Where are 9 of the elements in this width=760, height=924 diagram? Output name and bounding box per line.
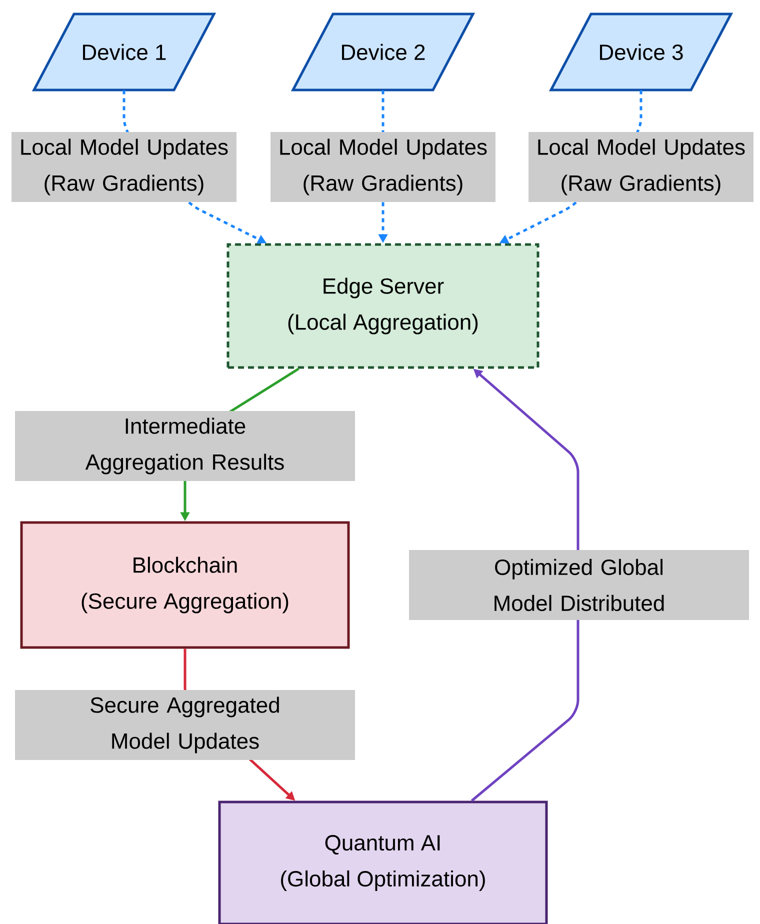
edge-label: Local Model Updates (Raw Gradients) (528, 132, 754, 202)
edge-label: Local Model Updates (Raw Gradients) (12, 132, 236, 202)
process-box: Quantum AI (Global Optimization) (218, 800, 548, 924)
edge-label: Optimized Global Model Distributed (409, 550, 749, 620)
process-box: Edge Server (Local Aggregation) (226, 243, 540, 369)
process-box: Blockchain (Secure Aggregation) (20, 521, 350, 649)
edge-label: Secure Aggregated Model Updates (15, 690, 355, 760)
edge-label: Intermediate Aggregation Results (15, 411, 355, 481)
edge-label: Local Model Updates (Raw Gradients) (270, 132, 496, 202)
